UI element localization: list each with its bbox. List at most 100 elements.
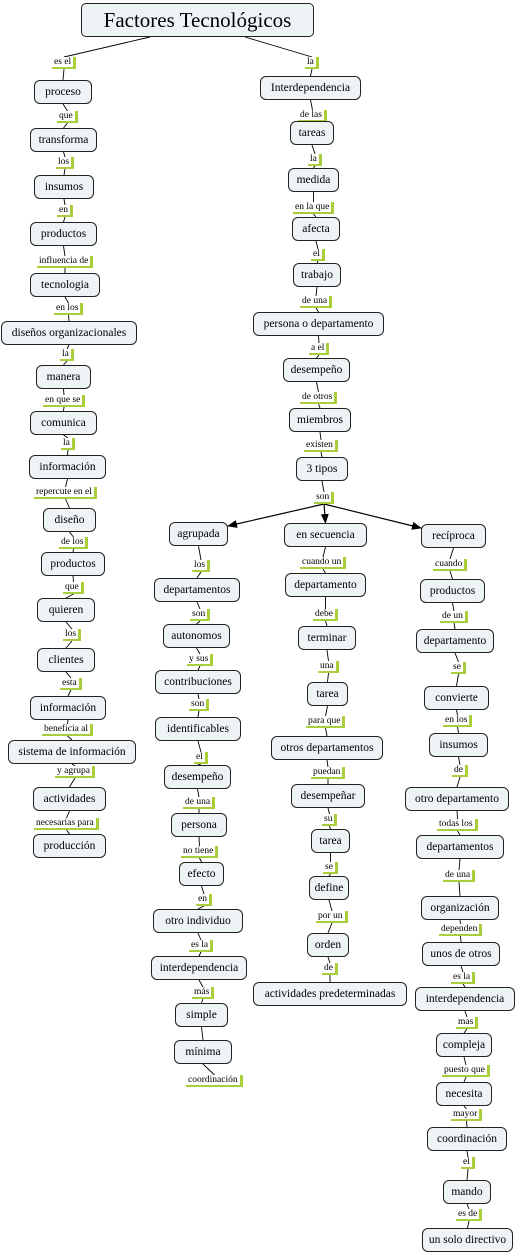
concept-node[interactable]: define: [309, 876, 349, 900]
concept-node[interactable]: afecta: [292, 217, 340, 241]
concept-node[interactable]: información: [29, 455, 106, 479]
link-label: en: [57, 205, 73, 217]
title-concept[interactable]: Factores Tecnológicos: [81, 3, 314, 37]
concept-node[interactable]: desempeño: [164, 765, 231, 789]
concept-node[interactable]: insumos: [34, 175, 94, 199]
concept-node[interactable]: desempeño: [283, 358, 350, 382]
concept-node[interactable]: contribuciones: [155, 670, 241, 694]
concept-node[interactable]: convierte: [424, 686, 489, 710]
concept-node[interactable]: miembros: [289, 408, 351, 432]
connector-line: [467, 1220, 470, 1229]
concept-node[interactable]: producción: [33, 834, 106, 858]
concept-node[interactable]: identificables: [155, 717, 241, 741]
concept-node[interactable]: en secuencia: [284, 523, 367, 547]
connector-line: [64, 296, 69, 304]
concept-node[interactable]: mínima: [174, 1040, 232, 1064]
connector-line: [463, 1105, 467, 1110]
connector-line: [63, 388, 65, 396]
connector-line: [466, 1203, 470, 1210]
concept-node[interactable]: clientes: [37, 648, 95, 672]
concept-node[interactable]: productos: [420, 579, 485, 603]
concept-node[interactable]: transforma: [30, 128, 97, 152]
connector-line: [197, 665, 201, 671]
connector-line: [325, 620, 328, 627]
concept-node[interactable]: actividades: [33, 787, 106, 811]
connector-line: [466, 1150, 469, 1158]
link-label: influencia de: [37, 256, 94, 268]
link-label: existen: [304, 440, 338, 452]
concept-node[interactable]: persona o departamento: [253, 312, 384, 336]
connector-line: [198, 545, 202, 561]
concept-node[interactable]: otros departamentos: [271, 736, 383, 760]
concept-node[interactable]: proceso: [34, 80, 92, 104]
concept-node[interactable]: productos: [41, 552, 105, 576]
concept-node[interactable]: diseños organizacionales: [1, 321, 137, 345]
concept-node[interactable]: organización: [421, 896, 499, 920]
concept-node[interactable]: interdependencia: [415, 987, 515, 1011]
concept-node[interactable]: departamento: [416, 629, 494, 653]
connector-line: [65, 671, 72, 679]
concept-node[interactable]: quieren: [37, 598, 95, 622]
concept-node[interactable]: actividades predeterminadas: [253, 982, 407, 1006]
concept-node[interactable]: departamentos: [154, 578, 240, 602]
concept-node[interactable]: productos: [30, 222, 97, 246]
concept-node[interactable]: otro individuo: [153, 909, 243, 933]
concept-node[interactable]: departamentos: [416, 835, 504, 859]
connector-line: [244, 36, 313, 58]
connector-line: [196, 620, 201, 625]
link-label: son: [314, 492, 335, 504]
connector-line: [201, 1026, 204, 1041]
connector-line: [197, 788, 200, 798]
concept-node[interactable]: diseño: [43, 508, 96, 532]
concept-node[interactable]: medida: [288, 168, 339, 192]
link-label: por un: [316, 911, 348, 923]
concept-node[interactable]: trabajo: [293, 263, 341, 287]
concept-node[interactable]: orden: [307, 933, 349, 957]
link-label: necesarias para: [34, 818, 99, 830]
concept-node[interactable]: terminar: [298, 626, 356, 650]
concept-node[interactable]: necesita: [436, 1082, 492, 1106]
concept-node[interactable]: tecnologia: [30, 273, 100, 297]
connector-line: [318, 403, 321, 409]
concept-node[interactable]: departamento: [285, 573, 366, 597]
link-label: la: [305, 57, 319, 69]
connector-line: [71, 763, 76, 767]
concept-node[interactable]: manera: [36, 365, 91, 389]
concept-node[interactable]: información: [30, 696, 106, 720]
concept-node[interactable]: efecto: [179, 862, 224, 886]
concept-node[interactable]: recíproca: [421, 524, 486, 548]
concept-node[interactable]: sistema de información: [8, 740, 136, 764]
concept-node[interactable]: Interdependencia: [260, 76, 361, 100]
connector-line: [325, 705, 328, 717]
concept-node[interactable]: mando: [443, 1180, 491, 1204]
concept-node[interactable]: coordinación: [427, 1127, 507, 1151]
connector-line: [197, 740, 202, 753]
concept-node[interactable]: insumos: [429, 733, 488, 757]
concept-node[interactable]: tarea: [307, 682, 348, 706]
concept-node[interactable]: tareas: [290, 121, 334, 145]
link-label: es la: [189, 940, 214, 952]
concept-node[interactable]: agrupada: [169, 522, 228, 546]
concept-node[interactable]: comunica: [30, 411, 97, 435]
concept-node[interactable]: desempeñar: [291, 784, 365, 808]
concept-node[interactable]: autonomos: [163, 624, 230, 648]
link-label: de: [322, 963, 338, 975]
link-label: a el: [309, 343, 330, 355]
connector-line: [196, 571, 202, 579]
concept-node[interactable]: un solo directivo: [422, 1228, 513, 1252]
concept-node[interactable]: interdependencia: [151, 956, 247, 980]
connector-line: [457, 830, 461, 836]
connector-line: [227, 503, 325, 528]
link-label: cuando: [433, 559, 468, 571]
concept-node[interactable]: 3 tipos: [296, 457, 348, 481]
connector-line: [327, 672, 329, 683]
concept-node[interactable]: persona: [171, 813, 227, 837]
connector-line: [198, 836, 200, 847]
concept-node[interactable]: tarea: [311, 829, 350, 853]
concept-node[interactable]: otro departamento: [405, 787, 509, 811]
concept-node[interactable]: unos de otros: [422, 942, 500, 966]
connector-line: [316, 260, 319, 264]
concept-node[interactable]: simple: [175, 1003, 228, 1027]
link-label: debe: [313, 609, 338, 621]
concept-node[interactable]: compleja: [436, 1033, 492, 1057]
